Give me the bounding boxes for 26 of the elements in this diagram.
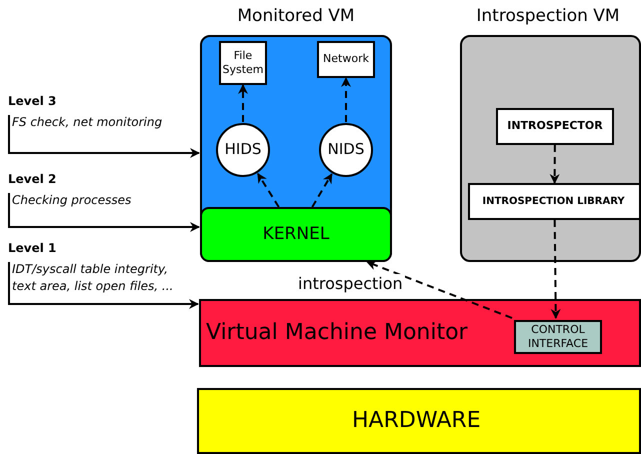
level-heading: Level 1 xyxy=(7,240,58,257)
level-description: IDT/syscall table integrity, text area, list open files, ... xyxy=(11,261,174,295)
layer-band: HARDWARE xyxy=(197,388,641,454)
component-box: INTROSPECTION LIBRARY xyxy=(468,183,641,220)
arrow xyxy=(8,193,200,232)
level-heading: Level 3 xyxy=(7,93,58,110)
component-box: INTROSPECTOR xyxy=(496,108,614,145)
arrow xyxy=(550,220,561,319)
level-heading: Level 2 xyxy=(7,171,58,188)
arrow xyxy=(550,145,560,184)
component-box: File System xyxy=(219,41,267,85)
arrow xyxy=(257,172,280,208)
layer-band: Virtual Machine Monitor CONTROL INTERFACE xyxy=(199,299,641,367)
arrow xyxy=(341,77,351,122)
level-description: Checking processes xyxy=(11,192,132,209)
arrow xyxy=(8,115,200,158)
arrow xyxy=(238,84,248,122)
arrow xyxy=(366,260,512,319)
kernel-box: KERNEL xyxy=(200,207,392,262)
component-box: Network xyxy=(317,41,375,78)
panel-heading: Introspection VM xyxy=(475,6,621,26)
component-box: CONTROL INTERFACE xyxy=(514,320,602,354)
arrow xyxy=(311,173,333,208)
panel-heading: Monitored VM xyxy=(236,6,356,26)
level-description: FS check, net monitoring xyxy=(11,114,164,131)
arrow xyxy=(8,262,199,309)
